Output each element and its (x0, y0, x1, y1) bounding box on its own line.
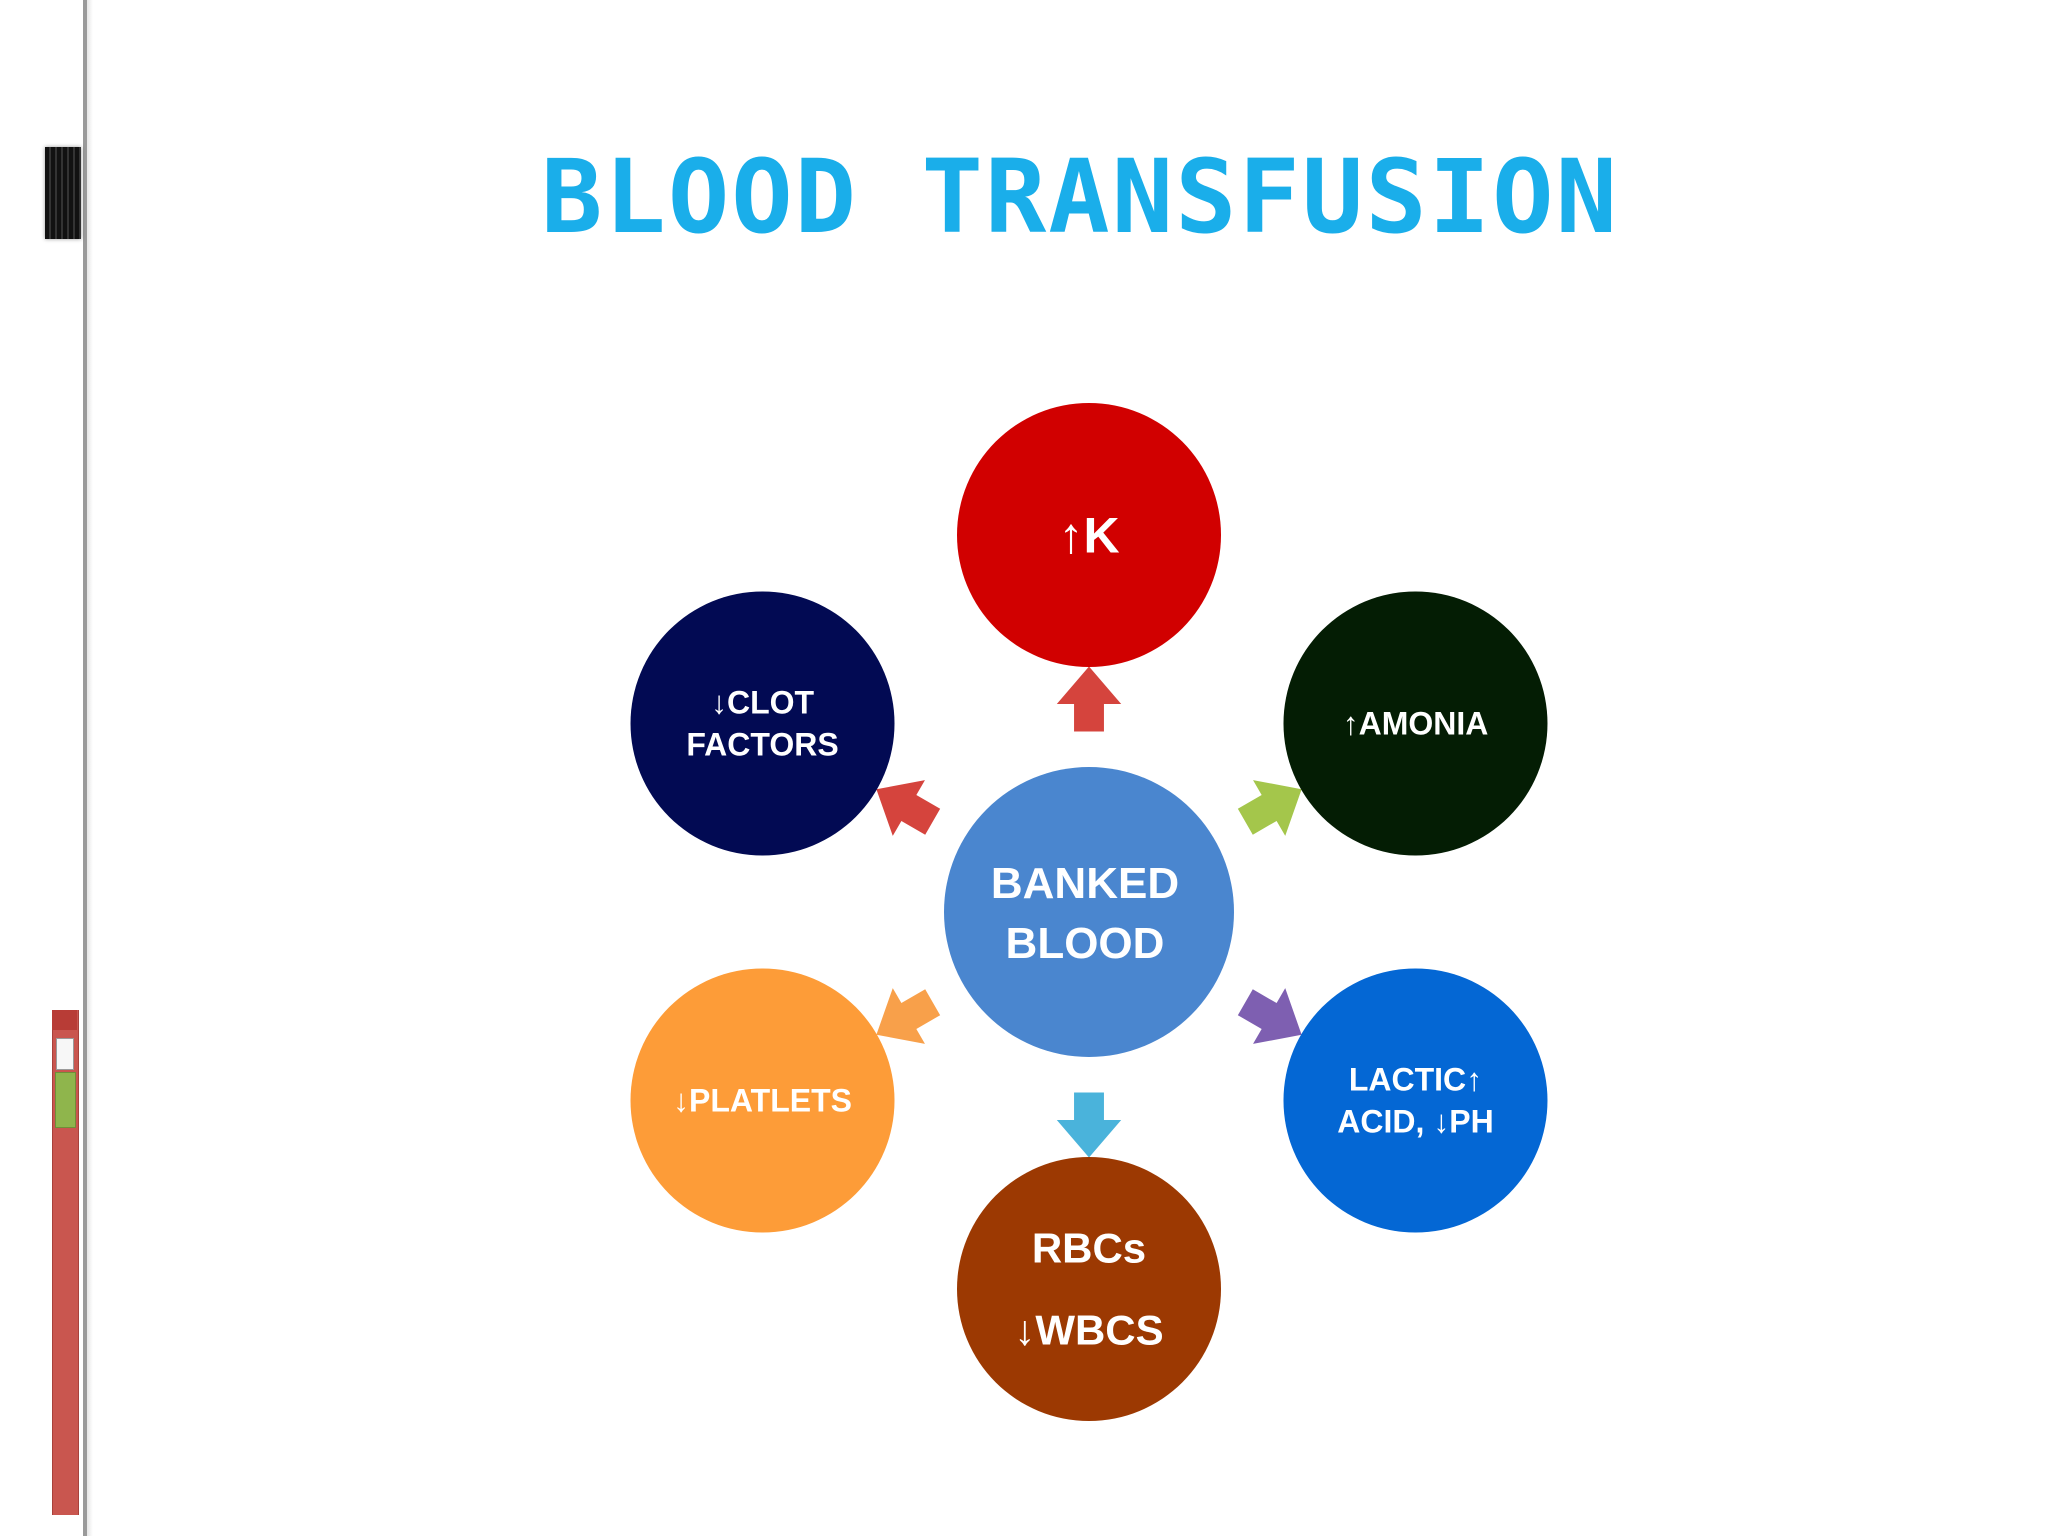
node-clot-circle (630, 591, 895, 856)
nodes-layer: ↑K ↑AMONIA LACTIC↑ ACID, ↓PH RBCs ↓WBCS ↓PLATL… (630, 403, 1548, 1421)
red-bar-cap (52, 1010, 77, 1030)
node-clot-label-line-2: FACTORS (686, 727, 838, 763)
center-node-label-line-1: BANKED (991, 859, 1179, 908)
black-marker-block (45, 147, 81, 239)
node-amonia-circle (1283, 591, 1548, 856)
node-rbcs-label-line-2: ↓WBCS (1014, 1307, 1163, 1354)
center-node-circle (944, 767, 1234, 1057)
left-divider-shadow (87, 0, 93, 1536)
node-amonia: ↑AMONIA (1283, 591, 1548, 856)
arrow-to-lactic (1237, 988, 1302, 1044)
slide-title: BLOOD TRANSFUSION (541, 138, 1619, 257)
node-lactic-circle (1283, 968, 1548, 1233)
node-rbcs: RBCs ↓WBCS (957, 1157, 1221, 1421)
node-lactic: LACTIC↑ ACID, ↓PH (1283, 968, 1548, 1233)
arrow-to-rbcs (1056, 1092, 1122, 1158)
arrow-to-k (1056, 666, 1122, 732)
arrow-to-amonia (1237, 780, 1302, 836)
node-platelets-label-line-1: ↓PLATLETS (673, 1083, 852, 1119)
arrows-layer (876, 666, 1302, 1158)
left-divider-line (83, 0, 87, 1536)
green-marker-chip (55, 1072, 76, 1128)
node-rbcs-circle (957, 1157, 1221, 1421)
node-amonia-label-line-1: ↑AMONIA (1343, 706, 1489, 742)
node-clot: ↓CLOT FACTORS (630, 591, 895, 856)
node-k-circle (957, 403, 1221, 667)
node-rbcs-label-line-1: RBCs (1032, 1225, 1146, 1272)
center-node: BANKED BLOOD (944, 767, 1234, 1057)
node-k-label-line-1: ↑K (1058, 508, 1119, 564)
node-platelets: ↓PLATLETS (630, 968, 895, 1233)
node-clot-label-line-1: ↓CLOT (711, 685, 815, 721)
center-node-label-line-2: BLOOD (1006, 919, 1165, 968)
center-layer: BANKED BLOOD (944, 767, 1234, 1057)
node-k: ↑K (957, 403, 1221, 667)
arrow-to-clot (876, 780, 941, 836)
node-lactic-label-line-1: LACTIC↑ (1349, 1062, 1482, 1098)
node-platelets-circle (630, 968, 895, 1233)
white-marker-chip (56, 1038, 74, 1070)
node-lactic-label-line-2: ACID, ↓PH (1337, 1104, 1493, 1140)
arrow-to-platelets (876, 988, 941, 1044)
